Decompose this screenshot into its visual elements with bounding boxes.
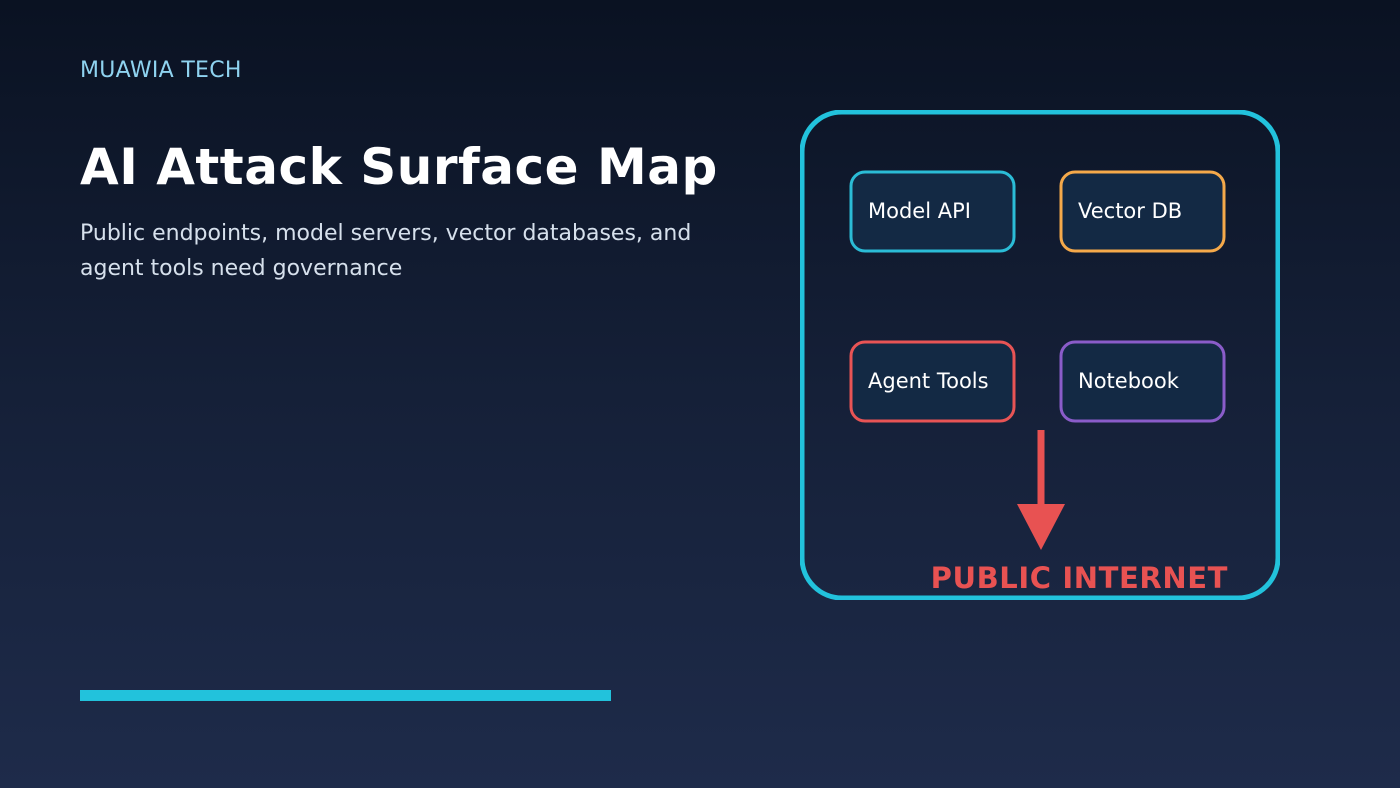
- component-box: [849, 170, 1016, 253]
- brand-label: MUAWIA TECH: [80, 58, 242, 83]
- component-notebook: Notebook: [1059, 340, 1226, 423]
- component-box: [1059, 340, 1226, 423]
- exposure-arrow: [1017, 430, 1065, 550]
- component-model-api: Model API: [849, 170, 1016, 253]
- accent-bar: [80, 690, 611, 701]
- component-box: [1059, 170, 1226, 253]
- page-title: AI Attack Surface Map: [80, 138, 718, 196]
- public-internet-label: PUBLIC INTERNET: [931, 561, 1228, 595]
- attack-surface-diagram: Model API Vector DB Agent Tools Notebook…: [800, 110, 1280, 600]
- page-subtitle: Public endpoints, model servers, vector …: [80, 221, 692, 281]
- component-vector-db: Vector DB: [1059, 170, 1226, 253]
- component-box: [849, 340, 1016, 423]
- component-label: Model API: [868, 199, 971, 223]
- component-label: Notebook: [1078, 369, 1180, 393]
- diagram-canvas: Model API Vector DB Agent Tools Notebook…: [800, 110, 1280, 600]
- arrow-head: [1017, 504, 1065, 550]
- component-label: Agent Tools: [868, 369, 989, 393]
- component-agent-tools: Agent Tools: [849, 340, 1016, 423]
- component-label: Vector DB: [1078, 199, 1182, 223]
- perimeter-frame: [800, 110, 1280, 600]
